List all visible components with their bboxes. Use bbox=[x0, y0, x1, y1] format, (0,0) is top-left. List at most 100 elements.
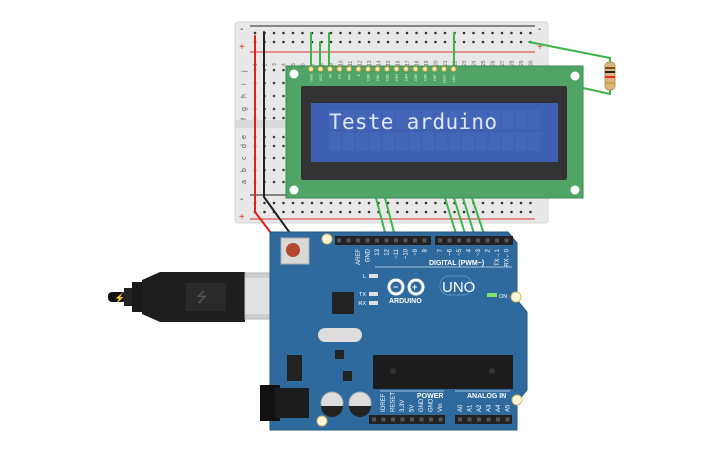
header-pin[interactable] bbox=[372, 417, 376, 422]
rail-hole[interactable] bbox=[358, 31, 361, 35]
rail-hole[interactable] bbox=[253, 31, 257, 35]
breadboard-hole[interactable] bbox=[272, 107, 276, 111]
rail-hole[interactable] bbox=[510, 40, 513, 44]
rail-hole[interactable] bbox=[386, 40, 390, 44]
rail-hole[interactable] bbox=[291, 40, 295, 44]
rail-hole[interactable] bbox=[301, 31, 304, 35]
breadboard-hole[interactable] bbox=[282, 68, 285, 72]
header-pin[interactable] bbox=[419, 417, 424, 422]
header-pin[interactable] bbox=[505, 417, 510, 422]
rail-hole[interactable] bbox=[320, 210, 323, 214]
rail-hole[interactable] bbox=[367, 210, 371, 214]
breadboard-hole[interactable] bbox=[272, 144, 276, 148]
rail-hole[interactable] bbox=[529, 201, 532, 205]
rail-hole[interactable] bbox=[434, 40, 437, 44]
rail-hole[interactable] bbox=[272, 40, 276, 44]
header-pin[interactable] bbox=[403, 238, 408, 243]
breadboard-hole[interactable] bbox=[272, 94, 276, 98]
lcd-pin[interactable] bbox=[336, 66, 343, 72]
rail-hole[interactable] bbox=[358, 40, 361, 44]
wire-green-resistor[interactable] bbox=[528, 41, 611, 63]
rail-hole[interactable] bbox=[301, 210, 304, 214]
rail-hole[interactable] bbox=[481, 31, 485, 35]
rail-hole[interactable] bbox=[329, 201, 333, 205]
lcd-pin[interactable] bbox=[346, 66, 352, 72]
header-pin[interactable] bbox=[458, 417, 462, 422]
breadboard-hole[interactable] bbox=[272, 180, 276, 184]
rail-hole[interactable] bbox=[434, 31, 437, 35]
lcd-pin[interactable] bbox=[450, 66, 457, 72]
rail-hole[interactable] bbox=[510, 201, 513, 205]
rail-hole[interactable] bbox=[510, 210, 513, 214]
lcd-pin[interactable] bbox=[327, 66, 333, 72]
rail-hole[interactable] bbox=[481, 201, 485, 205]
rail-hole[interactable] bbox=[491, 31, 494, 35]
breadboard-hole[interactable] bbox=[282, 107, 285, 111]
header-pin[interactable] bbox=[504, 238, 509, 243]
rail-hole[interactable] bbox=[443, 210, 447, 214]
breadboard-hole[interactable] bbox=[272, 156, 276, 160]
breadboard-hole[interactable] bbox=[272, 116, 276, 120]
rail-hole[interactable] bbox=[339, 40, 342, 44]
rail-hole[interactable] bbox=[424, 201, 428, 205]
rail-hole[interactable] bbox=[415, 201, 418, 205]
header-pin[interactable] bbox=[391, 417, 395, 422]
rail-hole[interactable] bbox=[519, 40, 523, 44]
rail-hole[interactable] bbox=[462, 40, 466, 44]
rail-hole[interactable] bbox=[329, 210, 333, 214]
rail-hole[interactable] bbox=[377, 40, 380, 44]
rail-hole[interactable] bbox=[491, 201, 494, 205]
rail-hole[interactable] bbox=[291, 210, 295, 214]
lcd-pin[interactable] bbox=[365, 66, 371, 72]
rail-hole[interactable] bbox=[272, 201, 276, 205]
rail-hole[interactable] bbox=[339, 31, 342, 35]
rail-hole[interactable] bbox=[386, 31, 390, 35]
rail-hole[interactable] bbox=[481, 210, 485, 214]
rail-hole[interactable] bbox=[424, 40, 428, 44]
breadboard-hole[interactable] bbox=[282, 81, 285, 85]
rail-hole[interactable] bbox=[329, 31, 333, 35]
header-pin[interactable] bbox=[447, 238, 452, 243]
breadboard-hole[interactable] bbox=[272, 135, 276, 139]
rail-hole[interactable] bbox=[415, 40, 418, 44]
breadboard-hole[interactable] bbox=[282, 135, 285, 139]
rail-hole[interactable] bbox=[491, 210, 494, 214]
rail-hole[interactable] bbox=[472, 40, 475, 44]
header-pin[interactable] bbox=[477, 417, 481, 422]
rail-hole[interactable] bbox=[396, 210, 399, 214]
rail-hole[interactable] bbox=[415, 210, 418, 214]
breadboard-hole[interactable] bbox=[282, 168, 285, 172]
rail-hole[interactable] bbox=[348, 210, 352, 214]
rail-hole[interactable] bbox=[367, 201, 371, 205]
breadboard-hole[interactable] bbox=[272, 81, 276, 85]
rail-hole[interactable] bbox=[377, 31, 380, 35]
lcd-pin[interactable] bbox=[403, 66, 409, 72]
header-pin[interactable] bbox=[422, 238, 427, 243]
lcd-pin[interactable] bbox=[412, 66, 419, 72]
rail-hole[interactable] bbox=[500, 210, 504, 214]
resistor[interactable] bbox=[604, 61, 616, 91]
rail-hole[interactable] bbox=[405, 31, 409, 35]
rail-hole[interactable] bbox=[310, 210, 314, 214]
rail-hole[interactable] bbox=[282, 201, 285, 205]
header-pin[interactable] bbox=[485, 238, 490, 243]
rail-hole[interactable] bbox=[434, 201, 437, 205]
rail-hole[interactable] bbox=[405, 210, 409, 214]
header-pin[interactable] bbox=[438, 238, 442, 243]
rail-hole[interactable] bbox=[500, 40, 504, 44]
rail-hole[interactable] bbox=[263, 201, 266, 205]
lcd-pin[interactable] bbox=[431, 66, 438, 72]
rail-hole[interactable] bbox=[472, 31, 475, 35]
rail-hole[interactable] bbox=[272, 31, 276, 35]
rail-hole[interactable] bbox=[481, 40, 485, 44]
rail-hole[interactable] bbox=[443, 40, 447, 44]
rail-hole[interactable] bbox=[348, 40, 352, 44]
rail-hole[interactable] bbox=[348, 201, 352, 205]
rail-hole[interactable] bbox=[396, 31, 399, 35]
rail-hole[interactable] bbox=[405, 40, 409, 44]
header-pin[interactable] bbox=[496, 417, 500, 422]
lcd-pin[interactable] bbox=[308, 66, 314, 72]
